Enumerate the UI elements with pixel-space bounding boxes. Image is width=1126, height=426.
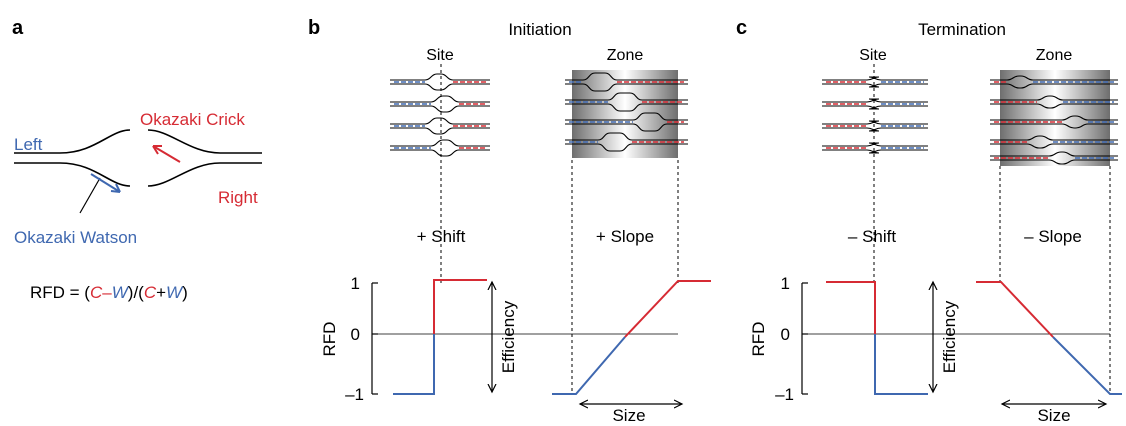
- dna-strand: [990, 115, 1118, 121]
- plus-shift-label: + Shift: [417, 227, 466, 246]
- site-rfd-positive-segment: [826, 281, 876, 334]
- ytick-minus1: –1: [345, 385, 364, 404]
- dna-strand: [565, 92, 688, 101]
- initiation-zone-shading: [572, 70, 678, 158]
- panel-c-title: Termination: [918, 20, 1006, 39]
- dna-strand: [390, 127, 490, 135]
- initiation-zone-schematic: [565, 72, 688, 152]
- ytick-minus1: –1: [775, 385, 794, 404]
- dna-strand: [990, 103, 1118, 109]
- dna-strand: [990, 83, 1118, 89]
- dna-strand: [822, 98, 928, 103]
- dna-strand: [990, 123, 1118, 129]
- dna-strand: [822, 83, 928, 88]
- right-fork-bottom-strand: [147, 162, 262, 187]
- okazaki-watson-label: Okazaki Watson: [14, 228, 137, 247]
- dna-strand: [390, 95, 490, 103]
- dna-strand: [390, 149, 490, 157]
- dna-strand: [565, 143, 688, 152]
- dna-strand: [822, 127, 928, 132]
- zone-rfd-negative-segment: [1052, 336, 1122, 395]
- left-fork-top-strand: [14, 129, 131, 154]
- minus-shift-label: – Shift: [848, 227, 896, 246]
- dna-strand: [390, 83, 490, 91]
- dna-strand: [990, 75, 1118, 81]
- size-label: Size: [1037, 406, 1070, 425]
- dna-strand: [990, 135, 1118, 141]
- panel-a: a Left Okazaki Crick Right Okazaki Watso…: [12, 17, 262, 302]
- dna-strand: [565, 72, 688, 81]
- dna-strand: [990, 143, 1118, 149]
- okazaki-watson-arrowhead: [110, 183, 121, 193]
- rfd-y-axis: [801, 282, 808, 395]
- okazaki-watson-arrow: [90, 173, 121, 193]
- left-fork-bottom-strand: [14, 162, 131, 187]
- right-fork-top-strand: [147, 129, 262, 154]
- dna-strand: [390, 73, 490, 81]
- dna-strand: [565, 103, 688, 112]
- rfd-y-axis: [371, 282, 378, 395]
- site-rfd-negative-segment: [874, 334, 928, 395]
- okazaki-crick-label: Okazaki Crick: [140, 110, 245, 129]
- panel-b-zone-label: Zone: [607, 47, 644, 64]
- minus-slope-label: – Slope: [1024, 227, 1082, 246]
- panel-c: c Termination Site Zone – Shift – Slope …: [736, 17, 1122, 425]
- termination-zone-shading: [1000, 70, 1110, 166]
- replication-fork-diagram: [14, 129, 262, 214]
- dna-strand: [565, 112, 688, 121]
- ytick-1: 1: [781, 274, 790, 293]
- dna-strand: [390, 105, 490, 113]
- dna-strand: [822, 105, 928, 110]
- panel-c-letter: c: [736, 17, 747, 39]
- dna-strand: [822, 76, 928, 81]
- dna-strand: [822, 149, 928, 154]
- efficiency-label: Efficiency: [499, 300, 518, 373]
- panel-b-letter: b: [308, 17, 320, 39]
- left-label: Left: [14, 135, 43, 154]
- dna-strand: [390, 139, 490, 147]
- dna-strand: [822, 120, 928, 125]
- size-label: Size: [612, 406, 645, 425]
- right-label: Right: [218, 188, 258, 207]
- dna-strand: [990, 151, 1118, 157]
- okazaki-crick-arrowhead: [152, 145, 162, 155]
- panel-c-site-label: Site: [859, 47, 887, 64]
- site-rfd-positive-segment: [433, 279, 487, 334]
- panel-c-zone-label: Zone: [1036, 47, 1073, 64]
- ytick-1: 1: [351, 274, 360, 293]
- panel-b-title: Initiation: [508, 20, 571, 39]
- dna-strand: [565, 123, 688, 132]
- rfd-axis-label: RFD: [320, 322, 339, 357]
- dna-strand: [565, 132, 688, 141]
- dna-strand: [390, 117, 490, 125]
- panel-b-site-label: Site: [426, 47, 454, 64]
- dna-strand: [990, 95, 1118, 101]
- rfd-axis-label: RFD: [749, 322, 768, 357]
- ytick-0: 0: [351, 325, 360, 344]
- termination-site-schematic: [822, 76, 928, 154]
- dna-strand: [990, 159, 1118, 165]
- panel-a-letter: a: [12, 17, 24, 39]
- zone-rfd-positive-segment: [976, 281, 1054, 338]
- dna-strand: [822, 142, 928, 147]
- zone-rfd-negative-segment: [552, 336, 626, 395]
- rfd-formula: RFD = (C–W)/(C+W): [30, 283, 188, 302]
- zone-rfd-positive-segment: [624, 280, 711, 338]
- site-rfd-negative-segment: [393, 334, 435, 395]
- ytick-0: 0: [781, 325, 790, 344]
- efficiency-label: Efficiency: [940, 300, 959, 373]
- plus-slope-label: + Slope: [596, 227, 654, 246]
- watson-pointer-line: [79, 177, 101, 214]
- panel-b: b Initiation Site Zone + Shift + Slope 1…: [308, 17, 711, 425]
- termination-zone-schematic: [990, 75, 1118, 165]
- initiation-site-schematic: [390, 73, 490, 157]
- dna-strand: [565, 83, 688, 92]
- okazaki-crick-arrow: [152, 145, 181, 163]
